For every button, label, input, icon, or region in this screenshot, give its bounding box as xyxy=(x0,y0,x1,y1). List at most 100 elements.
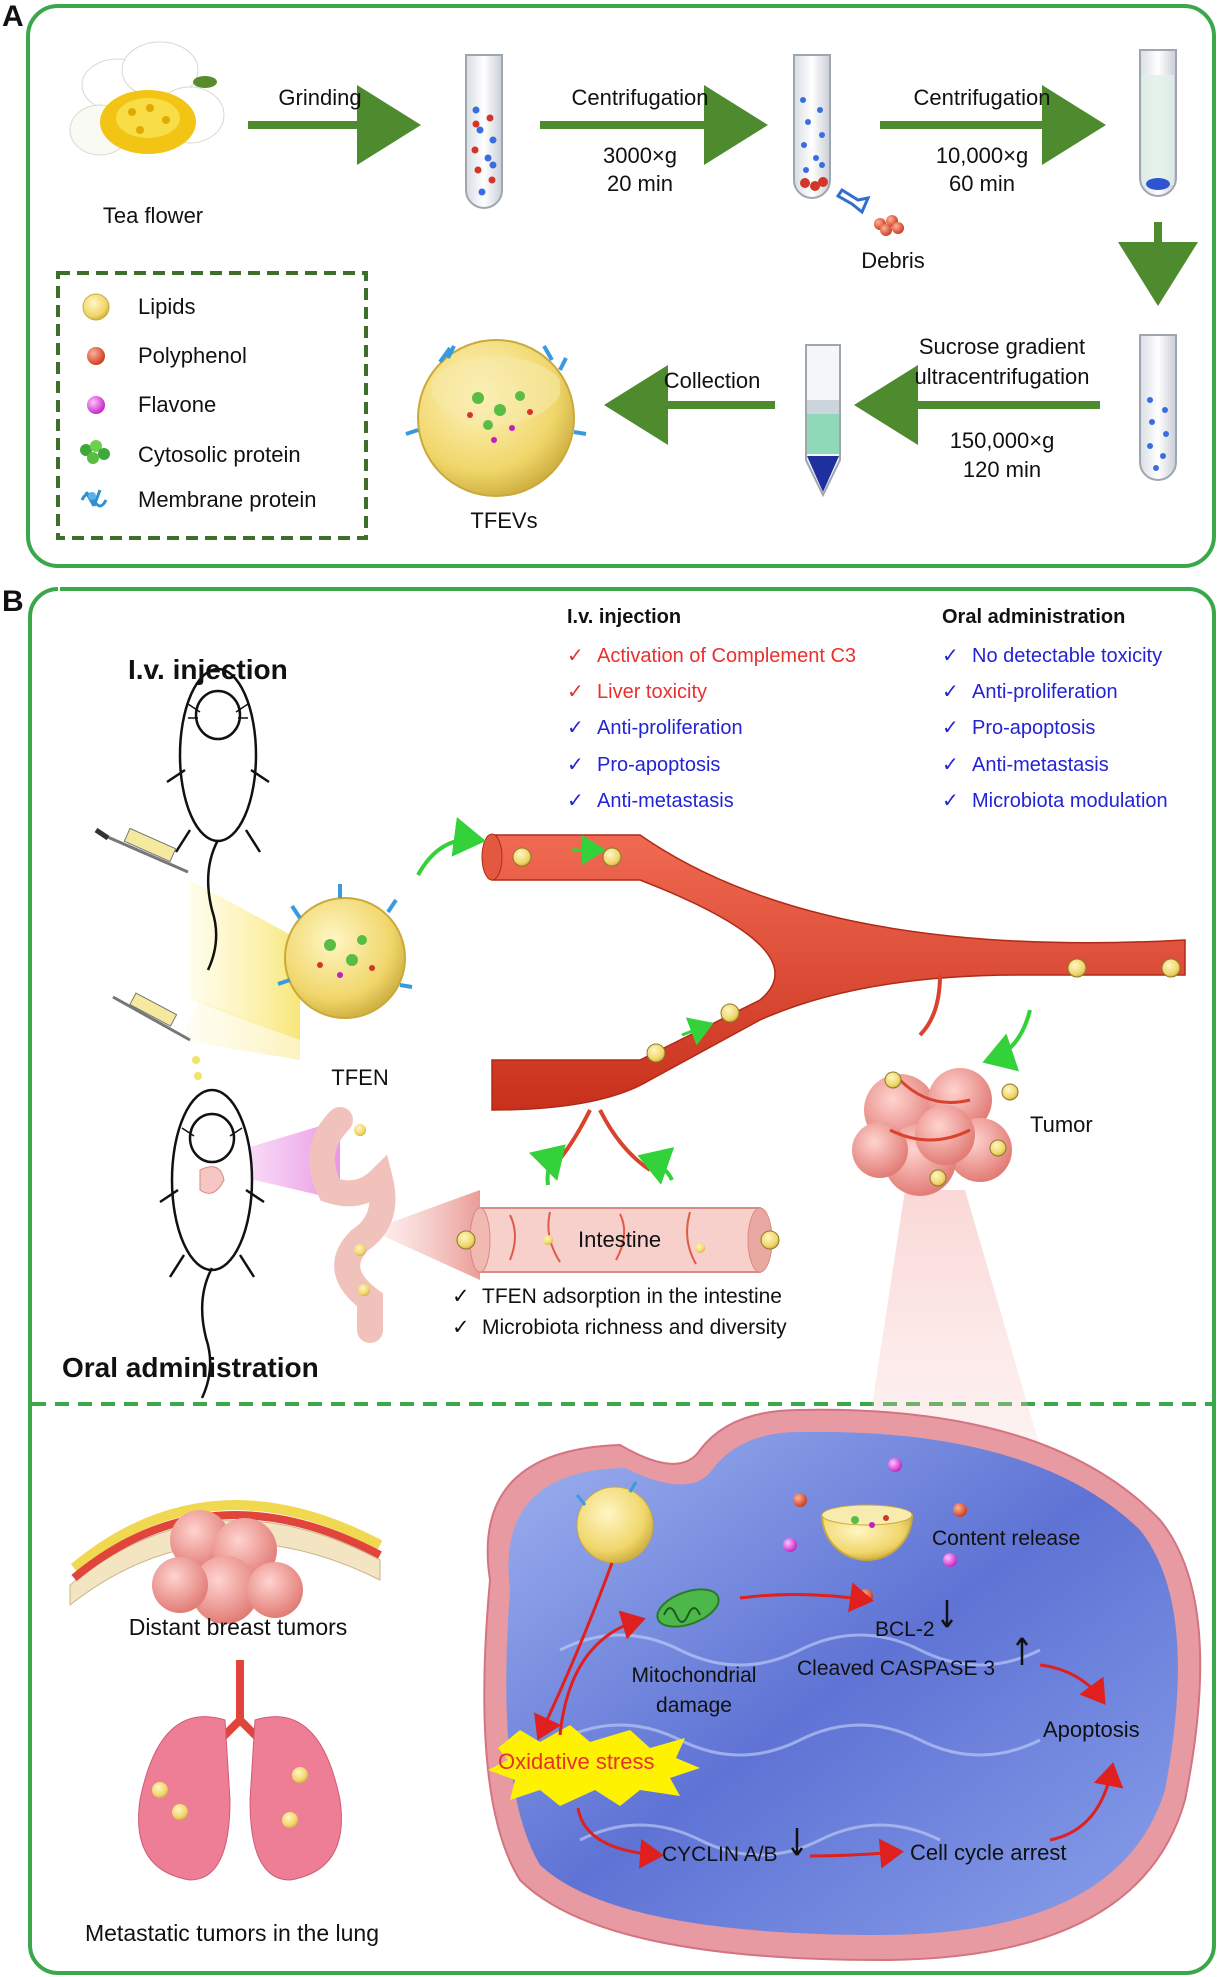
blood-vessel xyxy=(481,833,1186,1172)
check-icon: ✓ xyxy=(567,645,584,667)
tfen-vesicle xyxy=(277,884,413,1019)
collection-label: Collection xyxy=(663,368,761,393)
check-icon: ✓ xyxy=(942,790,959,812)
oral-beam xyxy=(190,1120,340,1200)
sucrose-time: 120 min xyxy=(962,457,1042,482)
tube-1 xyxy=(465,54,503,209)
check-icon: ✓ xyxy=(567,717,584,739)
lung-tumors-label: Metastatic tumors in the lung xyxy=(84,1920,380,1946)
sucrose-label-2: ultracentrifugation xyxy=(914,364,1090,389)
gut-image xyxy=(309,1107,396,1343)
tfen-label: TFEN xyxy=(331,1065,389,1090)
centrifugation-2-speed: 10,000×g xyxy=(935,143,1029,168)
membrane-protein-icon xyxy=(80,489,108,508)
iv-item-1: ✓Activation of Complement C3 xyxy=(567,645,857,667)
centrifugation-1-speed: 3000×g xyxy=(602,143,678,168)
legend-lipids: Lipids xyxy=(138,294,196,319)
panel-b-frame xyxy=(28,587,1217,1975)
intestine-label: Intestine xyxy=(578,1227,662,1252)
oral-item-5: ✓Microbiota modulation xyxy=(942,790,1168,812)
check-icon: ✓ xyxy=(452,1316,470,1339)
check-icon: ✓ xyxy=(567,681,584,703)
legend-box xyxy=(56,271,368,540)
legend-cytosolic-protein: Cytosolic protein xyxy=(138,442,301,467)
tumor-cell-image xyxy=(483,1408,1202,1962)
mitochondrion-icon xyxy=(656,1588,720,1628)
tea-flower-image xyxy=(69,41,225,156)
legend-membrane-protein: Membrane protein xyxy=(138,487,317,512)
check-icon: ✓ xyxy=(942,681,959,703)
iv-column-header: I.v. injection xyxy=(567,606,682,628)
oxidative-stress-label: Oxidative stress xyxy=(498,1749,655,1774)
oral-item-3: ✓Pro-apoptosis xyxy=(942,717,1096,739)
legend-polyphenol: Polyphenol xyxy=(138,343,247,368)
check-icon: ✓ xyxy=(567,754,584,776)
breast-tumor-image xyxy=(69,1500,383,1624)
syringe-2-icon xyxy=(112,992,202,1080)
oral-title: Oral administration xyxy=(62,1352,319,1383)
cyclin-label: CYCLIN A/B xyxy=(662,1843,778,1866)
tumor-cluster-image xyxy=(852,1068,1019,1196)
panel-b-letter: B xyxy=(2,585,24,618)
check-icon: ✓ xyxy=(942,717,959,739)
debris-cluster xyxy=(874,215,904,236)
content-release-label: Content release xyxy=(932,1527,1081,1550)
apoptosis-label: Apoptosis xyxy=(1043,1717,1140,1742)
centrifugation-2-label: Centrifugation xyxy=(913,85,1051,110)
syringe-1-icon xyxy=(94,827,189,874)
flavone-sphere-icon xyxy=(87,396,105,414)
arrow-to-vessel xyxy=(416,817,486,876)
tea-flower-label: Tea flower xyxy=(102,203,204,228)
iv-beam xyxy=(190,880,300,1040)
iv-item-4: ✓Pro-apoptosis xyxy=(567,754,721,776)
oral-column-header: Oral administration xyxy=(942,606,1126,628)
sucrose-speed: 150,000×g xyxy=(949,428,1055,453)
grinding-label: Grinding xyxy=(278,85,362,110)
debris-label: Debris xyxy=(861,248,925,273)
mito-label-2: damage xyxy=(656,1694,732,1717)
check-icon: ✓ xyxy=(567,790,584,812)
caspase-label: Cleaved CASPASE 3 xyxy=(797,1657,996,1680)
oxidative-stress-burst xyxy=(488,1725,700,1806)
oral-item-4: ✓Anti-metastasis xyxy=(942,754,1109,776)
intestine-image xyxy=(456,1207,780,1273)
check-icon: ✓ xyxy=(942,645,959,667)
tube-4 xyxy=(1139,334,1177,481)
legend-flavone: Flavone xyxy=(138,392,217,417)
tfevs-vesicle xyxy=(405,339,587,497)
arrow-to-tumor xyxy=(982,1009,1032,1072)
oral-item-1: ✓No detectable toxicity xyxy=(942,645,1163,667)
panel-a-letter: A xyxy=(2,0,24,33)
polyphenol-sphere-icon xyxy=(87,347,105,365)
centrifugation-1-time: 20 min xyxy=(606,171,674,196)
caspase-up-icon xyxy=(1015,1637,1029,1665)
tumor-label: Tumor xyxy=(1030,1112,1093,1137)
centrifugation-1-label: Centrifugation xyxy=(571,85,709,110)
mouse-iv-image xyxy=(166,667,270,971)
cytosolic-protein-icon xyxy=(80,440,110,464)
check-icon: ✓ xyxy=(942,754,959,776)
tube-3 xyxy=(1139,49,1177,197)
iv-item-2: ✓Liver toxicity xyxy=(567,681,708,703)
mouse-oral-image xyxy=(159,1088,265,1399)
cell-pathway-arrows xyxy=(534,1562,1124,1869)
intestine-beam xyxy=(370,1190,480,1280)
iv-item-5: ✓Anti-metastasis xyxy=(567,790,734,812)
entering-vesicle xyxy=(575,1481,654,1564)
lipid-sphere-icon xyxy=(82,293,110,321)
bcl2-label: BCL-2 xyxy=(875,1618,935,1641)
cell-cycle-arrest-label: Cell cycle arrest xyxy=(910,1840,1067,1865)
cyclin-down-icon xyxy=(790,1828,804,1856)
panel-a-frame xyxy=(26,4,1216,568)
iv-title: I.v. injection xyxy=(128,654,288,685)
intestine-note-1: ✓TFEN adsorption in the intestine xyxy=(452,1285,782,1308)
tube-2 xyxy=(793,54,831,199)
mito-label-1: Mitochondrial xyxy=(631,1664,757,1687)
intestine-note-2: ✓Microbiota richness and diversity xyxy=(452,1316,787,1339)
sucrose-label-1: Sucrose gradient xyxy=(918,334,1086,359)
centrifugation-2-time: 60 min xyxy=(948,171,1016,196)
tube-5 xyxy=(805,344,841,498)
lung-image xyxy=(138,1660,342,1881)
check-icon: ✓ xyxy=(452,1285,470,1308)
